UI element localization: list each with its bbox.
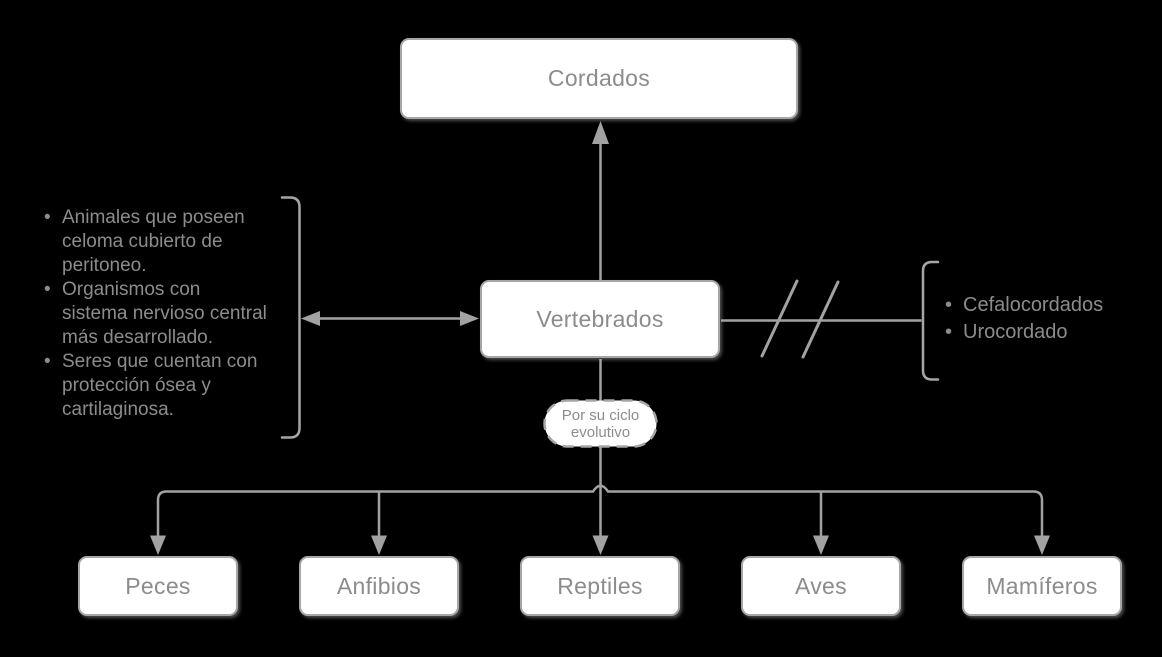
break-slashes-icon: [760, 279, 840, 359]
condition-node-label[interactable]: Por su ciclo evolutivo: [561, 406, 640, 441]
node-reptiles[interactable]: Reptiles: [520, 556, 680, 616]
node-label: Aves: [795, 572, 847, 599]
right-annotation-list: Cefalocordados Urocordado: [945, 292, 1135, 346]
node-mamiferos[interactable]: Mamíferos: [962, 556, 1122, 616]
left-annotation-list: Animales que poseen celoma cubierto de p…: [44, 206, 276, 422]
list-item: Cefalocordados: [945, 292, 1135, 319]
node-cordados[interactable]: Cordados: [400, 38, 798, 119]
node-anfibios[interactable]: Anfibios: [299, 556, 459, 616]
connector-vertebrados-to-right-note: [721, 279, 922, 359]
node-vertebrados[interactable]: Vertebrados: [480, 280, 720, 358]
right-bracket: [921, 260, 940, 381]
right-annotation[interactable]: Cefalocordados Urocordado: [945, 292, 1135, 346]
arrow-vertebrados-to-cordados: [592, 121, 609, 281]
tree-connector-vertebrados-to-children: [150, 359, 1050, 555]
node-label: Anfibios: [336, 572, 422, 599]
double-arrow-vertebrados-to-left-note: [301, 311, 479, 326]
list-item: Animales que poseen celoma cubierto de p…: [44, 206, 276, 278]
node-label: Mamíferos: [986, 572, 1098, 599]
list-item: Organismos con sistema nervioso central …: [44, 278, 276, 350]
left-bracket: [280, 196, 301, 439]
left-annotation[interactable]: Animales que poseen celoma cubierto de p…: [44, 206, 276, 422]
node-label: Cordados: [547, 65, 651, 91]
node-label: Reptiles: [557, 572, 643, 599]
node-label: Vertebrados: [536, 305, 664, 332]
node-peces[interactable]: Peces: [78, 556, 238, 616]
node-label: Peces: [125, 572, 191, 599]
list-item: Urocordado: [945, 319, 1135, 346]
node-aves[interactable]: Aves: [741, 556, 901, 616]
list-item: Seres que cuentan con protección ósea y …: [44, 350, 276, 422]
